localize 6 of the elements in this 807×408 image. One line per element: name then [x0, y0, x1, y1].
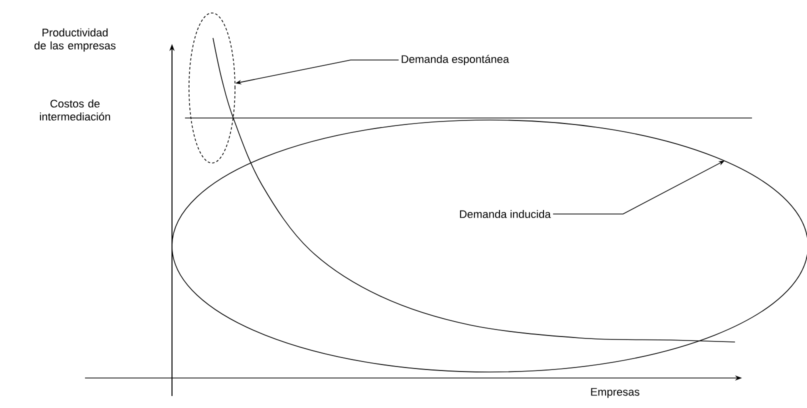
axis-label: Empresas: [591, 388, 640, 398]
axis-label: Costos de intermediación: [40, 99, 110, 121]
dashed-ellipse: [188, 12, 236, 164]
callout-text: Demanda inducida: [460, 210, 551, 218]
axis-label: Productividad de las empresas: [34, 28, 116, 52]
callout-text: Demanda espontánea: [402, 54, 510, 66]
